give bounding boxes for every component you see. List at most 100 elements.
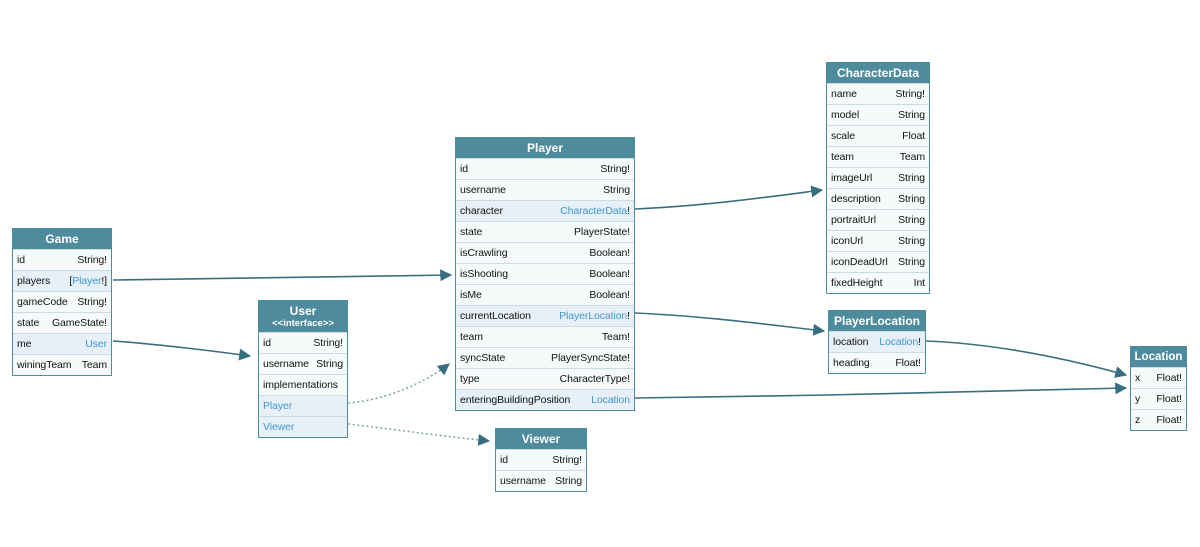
type-link[interactable]: Player (72, 275, 102, 287)
field-row: gameCode String! (13, 291, 111, 312)
type-suffix: !] (101, 275, 107, 287)
field-row: state GameState! (13, 312, 111, 333)
field-type: String (898, 214, 925, 226)
field-type: Location! (879, 335, 921, 349)
field-name: syncState (460, 352, 506, 364)
field-row: id String! (456, 158, 634, 179)
field-row: fixedHeight Int (827, 272, 929, 293)
field-name: character (460, 205, 503, 217)
field-row: iconUrl String (827, 230, 929, 251)
type-suffix: ! (918, 336, 921, 348)
type-suffix: ! (627, 205, 630, 217)
type-header-location[interactable]: Location (1131, 347, 1186, 367)
field-type: Float (902, 130, 925, 142)
field-name: id (263, 337, 271, 349)
field-type: [Player!] (69, 274, 107, 288)
field-name: model (831, 109, 860, 121)
field-row: isShooting Boolean! (456, 263, 634, 284)
field-row: team Team! (456, 326, 634, 347)
field-type: Float! (1156, 372, 1182, 384)
type-header-characterdata[interactable]: CharacterData (827, 63, 929, 83)
field-type: String! (600, 163, 630, 175)
field-row: syncState PlayerSyncState! (456, 347, 634, 368)
implementation-row: Viewer (259, 416, 347, 437)
field-name: me (17, 338, 32, 350)
field-type: Float! (1156, 414, 1182, 426)
field-name: type (460, 373, 480, 385)
field-name: x (1135, 372, 1141, 384)
type-header-playerlocation[interactable]: PlayerLocation (829, 311, 925, 331)
type-node-playerlocation: PlayerLocation location Location! headin… (828, 310, 926, 374)
field-type: User (85, 337, 107, 351)
type-node-viewer: Viewer id String! username String (495, 428, 587, 492)
field-name: location (833, 336, 869, 348)
field-type: PlayerLocation! (559, 309, 630, 323)
field-row: id String! (496, 449, 586, 470)
type-link[interactable]: Player (263, 400, 293, 412)
field-name: portraitUrl (831, 214, 876, 226)
field-type: Team (899, 151, 925, 163)
edge-game-players-to-player (112, 269, 453, 282)
field-row: isMe Boolean! (456, 284, 634, 305)
field-row: username String (456, 179, 634, 200)
field-type: String! (552, 454, 582, 466)
field-type: String (555, 475, 582, 487)
field-row: iconDeadUrl String (827, 251, 929, 272)
type-link[interactable]: PlayerLocation (559, 310, 628, 322)
type-link[interactable]: Viewer (263, 421, 295, 433)
field-row: name String! (827, 83, 929, 104)
field-row: winingTeam Team (13, 354, 111, 375)
field-type: String (898, 109, 925, 121)
field-row: players [Player!] (13, 270, 111, 291)
field-type: String (898, 256, 925, 268)
type-header-game[interactable]: Game (13, 229, 111, 249)
field-name: y (1135, 393, 1141, 405)
field-type: Location (591, 393, 630, 407)
edge-user-impl-viewer (348, 423, 491, 446)
field-type: Team! (601, 331, 630, 343)
field-type: Team (81, 359, 107, 371)
field-type: Boolean! (589, 247, 630, 259)
field-row: z Float! (1131, 409, 1186, 430)
field-name: id (500, 454, 508, 466)
type-link[interactable]: Location (591, 394, 630, 406)
type-link[interactable]: Location (879, 336, 919, 348)
field-name: username (460, 184, 506, 196)
type-node-location: Location x Float! y Float! z Float! (1130, 346, 1187, 431)
field-row: me User (13, 333, 111, 354)
field-name: isCrawling (460, 247, 508, 259)
field-name: id (460, 163, 468, 175)
field-name: iconUrl (831, 235, 863, 247)
field-name: scale (831, 130, 856, 142)
field-type: String! (77, 254, 107, 266)
field-type: PlayerSyncState! (551, 352, 630, 364)
type-header-player[interactable]: Player (456, 138, 634, 158)
field-row: portraitUrl String (827, 209, 929, 230)
field-type: PlayerState! (574, 226, 630, 238)
field-row: location Location! (829, 331, 925, 352)
field-name: imageUrl (831, 172, 873, 184)
type-node-game: Game id String! players [Player!] gameCo… (12, 228, 112, 376)
field-row: type CharacterType! (456, 368, 634, 389)
field-name: state (17, 317, 40, 329)
edge-game-me-to-user (112, 340, 252, 361)
type-title: User (289, 304, 317, 318)
field-type: String! (895, 88, 925, 100)
field-type: String (316, 358, 343, 370)
implementation-row: Player (259, 395, 347, 416)
field-name: fixedHeight (831, 277, 883, 289)
field-name: heading (833, 357, 870, 369)
field-row: imageUrl String (827, 167, 929, 188)
field-row: team Team (827, 146, 929, 167)
type-header-viewer[interactable]: Viewer (496, 429, 586, 449)
field-name: state (460, 226, 483, 238)
type-header-user[interactable]: User <<interface>> (259, 301, 347, 332)
field-name: z (1135, 414, 1141, 426)
field-type: String (898, 193, 925, 205)
edge-user-impl-player (348, 363, 450, 404)
field-name: id (17, 254, 25, 266)
type-suffix: ! (627, 310, 630, 322)
type-link[interactable]: User (85, 338, 107, 350)
type-link[interactable]: CharacterData (560, 205, 628, 217)
field-name: username (500, 475, 546, 487)
